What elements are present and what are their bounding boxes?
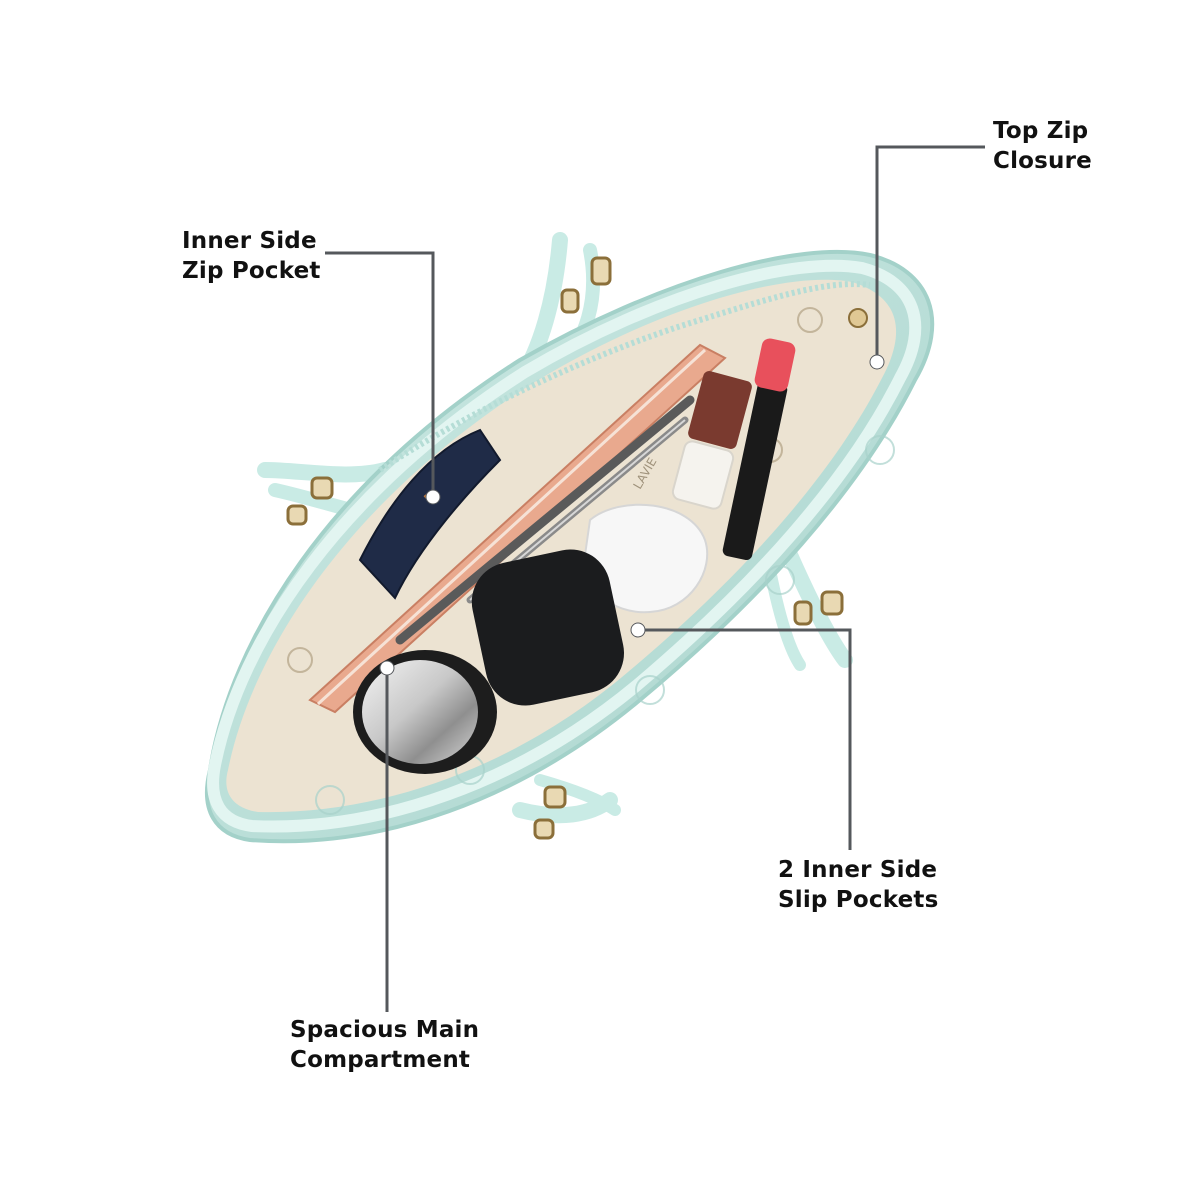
notebook [308,343,727,714]
dot-slip [630,622,646,638]
callout-main-compartment: Spacious Main Compartment [290,1015,479,1075]
lipstick [722,338,796,561]
callout-line-2: Slip Pockets [778,887,939,913]
dot-main [379,660,395,676]
callout-line-2: Zip Pocket [182,258,321,284]
callout-line-1: Top Zip [993,118,1089,144]
callout-inner-side-zip-pocket: Inner Side Zip Pocket [182,226,321,286]
strap-buckles [286,256,844,840]
leader-top-zip [875,145,985,362]
callout-dots [379,354,885,676]
callout-line-1: Spacious Main [290,1017,480,1043]
dot-top-zip [869,354,885,370]
dot-inner-zip [425,489,441,505]
perfume-bottle [671,371,752,510]
leader-slip [638,628,852,850]
zipper-pull [848,308,868,328]
pen-1 [395,395,695,645]
navy-wallet [358,428,502,600]
callout-line-2: Compartment [290,1047,471,1073]
black-case [471,549,624,706]
callout-line-1: Inner Side [182,228,317,254]
callout-slip-pockets: 2 Inner Side Slip Pockets [778,855,938,915]
callout-line-1: 2 Inner Side [778,857,938,883]
callout-top-zip-closure: Top Zip Closure [993,116,1092,176]
callout-lines [325,145,985,1012]
tote-bag: LAVIE [204,249,935,844]
callout-line-2: Closure [993,148,1092,174]
leader-inner-zip [325,251,435,497]
